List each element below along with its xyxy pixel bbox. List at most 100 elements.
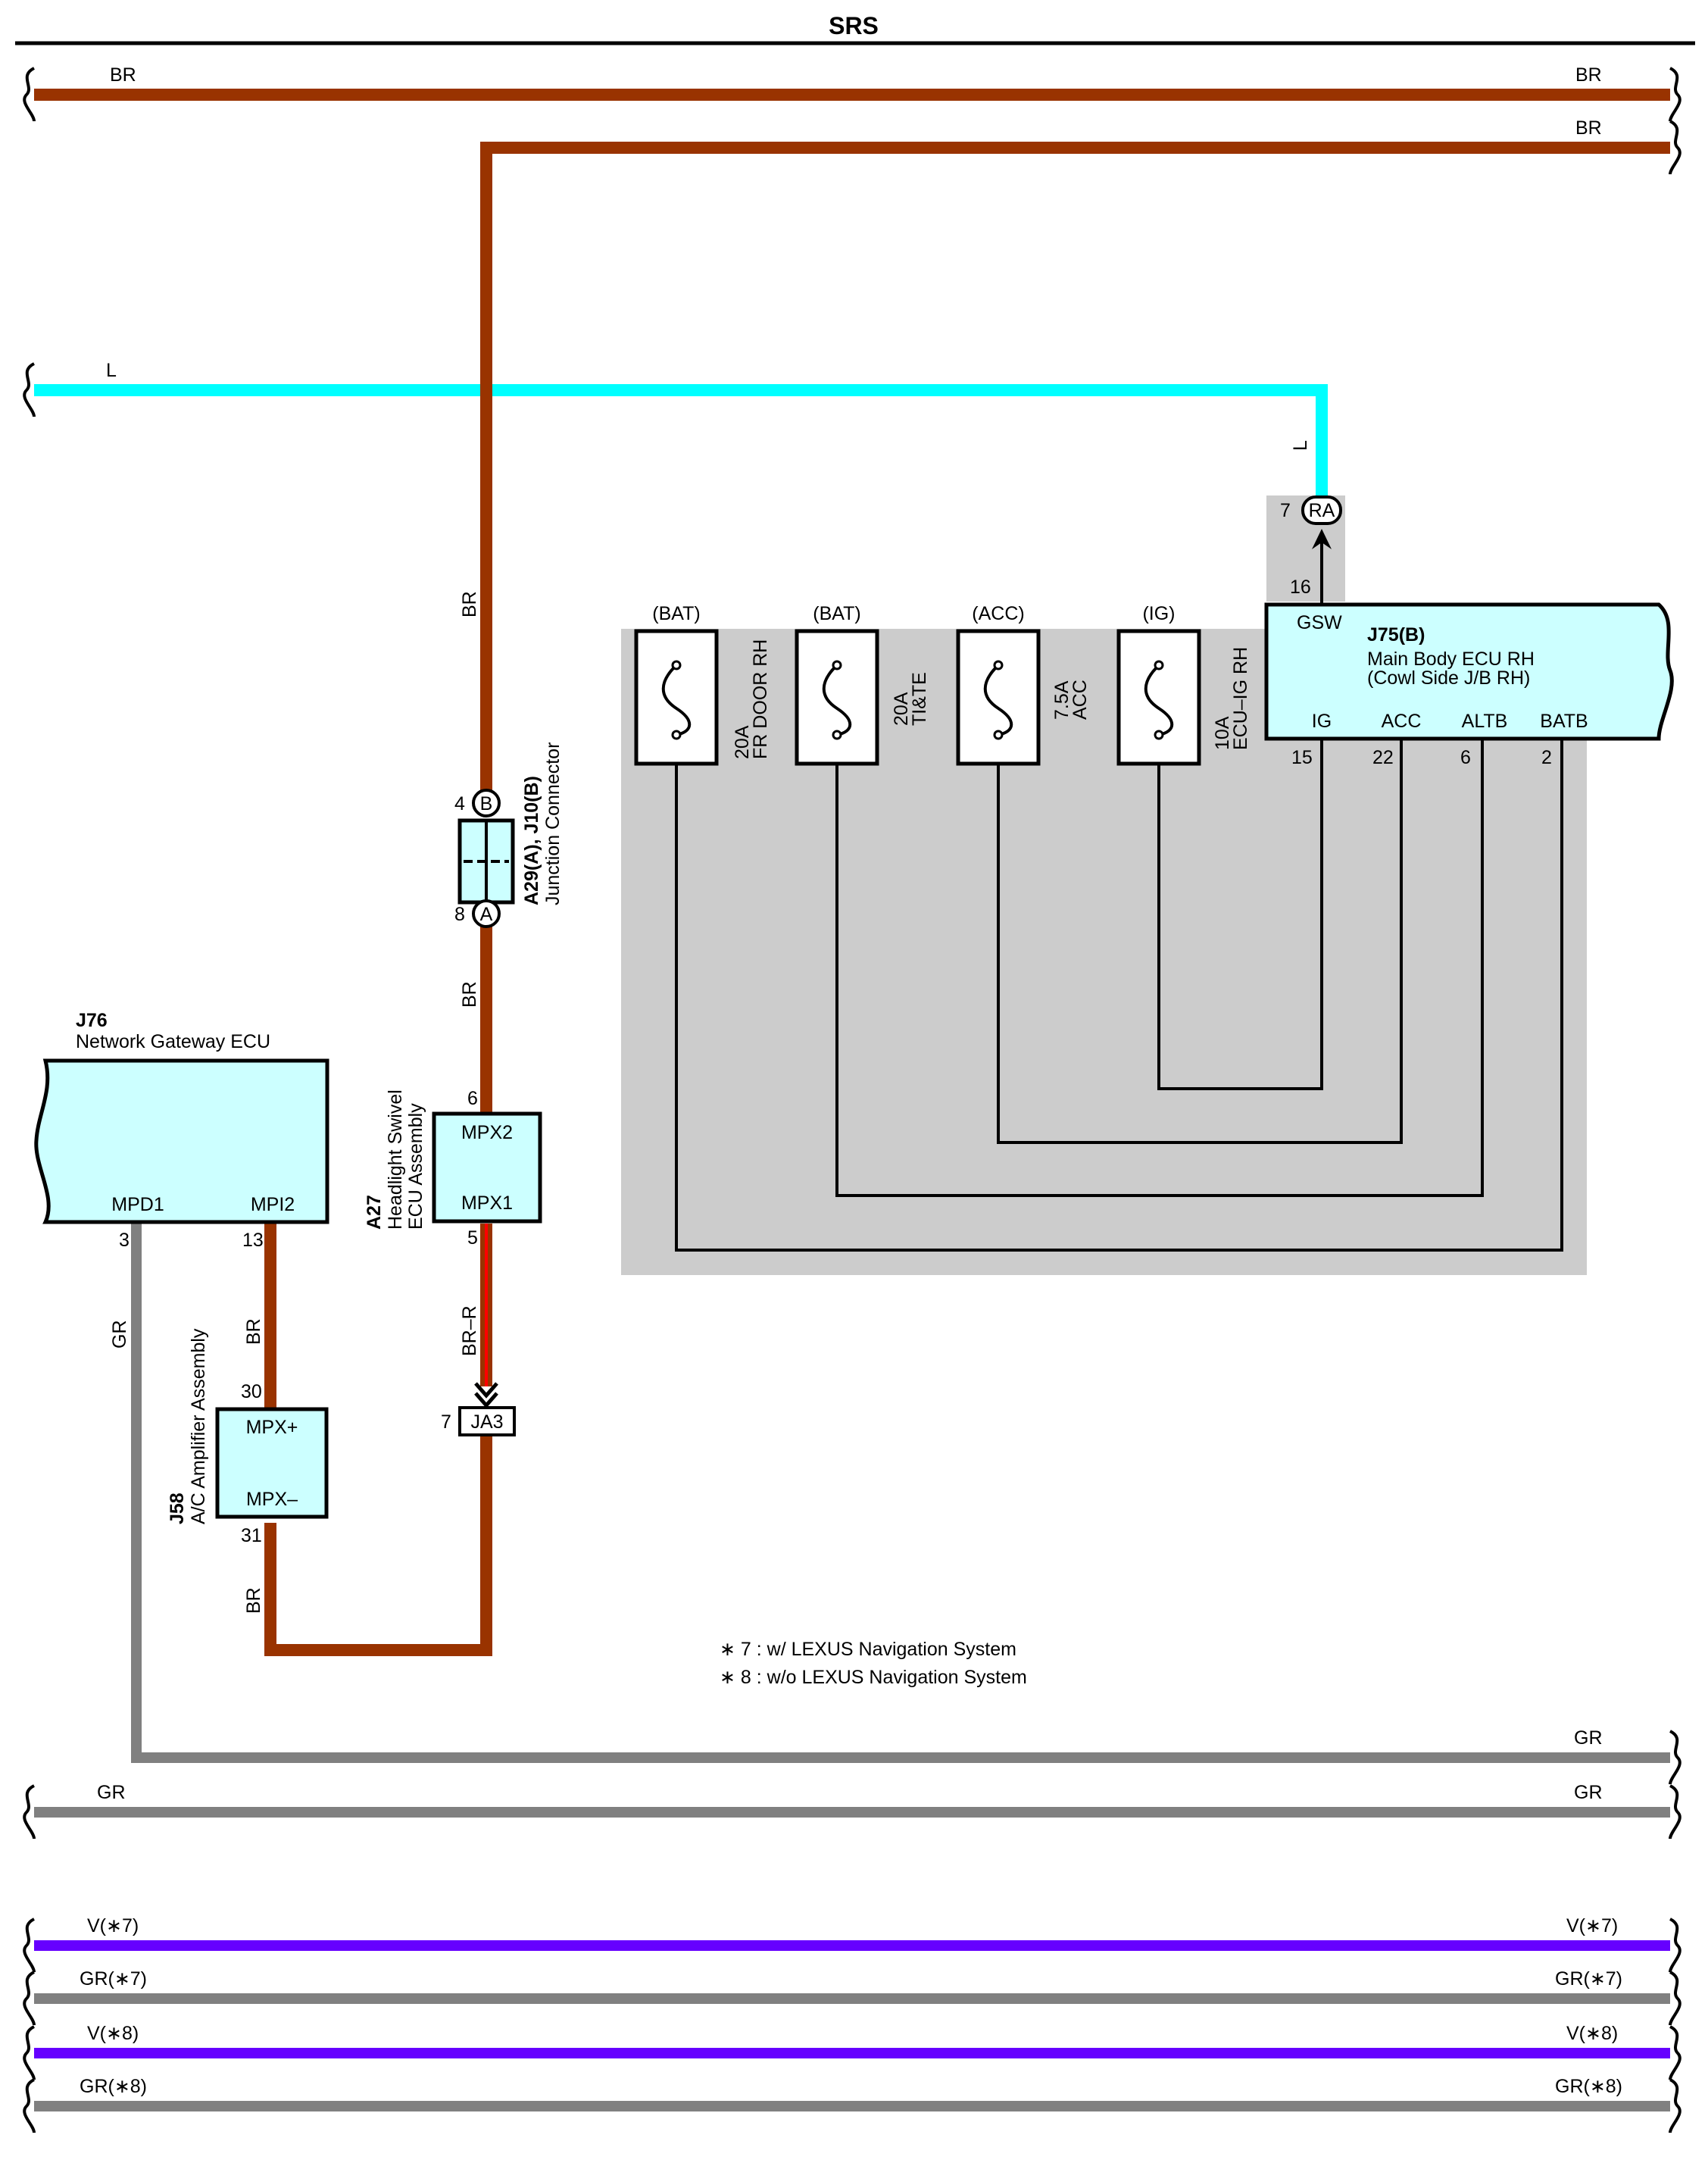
j76-mpd1-pin: 3	[119, 1230, 130, 1251]
a27-ecu-box	[432, 1111, 542, 1224]
j58-mpx-plus-label: MPX+	[246, 1417, 298, 1438]
fuse-acc: (ACC) 7.5A ACC	[956, 603, 1091, 766]
j58-ecu-box	[215, 1407, 329, 1519]
fuse-terminal	[671, 660, 682, 670]
note-8: ∗ 8 : w/o LEXUS Navigation System	[720, 1667, 1027, 1688]
label-v8-left: V(∗8)	[87, 2023, 139, 2044]
label-l-left: L	[106, 360, 117, 381]
break-brackets	[23, 67, 1681, 2133]
label-gr-long-right: GR	[1574, 1727, 1603, 1749]
connector-ra-label: RA	[1309, 500, 1335, 521]
fuse-ti-te: (BAT) 20A TI&TE	[795, 603, 930, 766]
junction-connector-code: A29(A), J10(B)	[521, 776, 542, 905]
fuse-element-icon	[983, 664, 1013, 736]
label-br-top-right: BR	[1575, 64, 1602, 86]
ja3-chevron-icon	[474, 1392, 498, 1408]
fuse-element-icon	[822, 664, 852, 736]
fuse-terminal	[1154, 730, 1164, 740]
fuse-element-icon	[661, 664, 692, 736]
fuse-amp: 7.5A	[1051, 680, 1073, 720]
label-v8-right: V(∗8)	[1566, 2023, 1618, 2044]
fuse-source: (IG)	[1142, 603, 1175, 624]
j58-mpx-minus-pin: 31	[241, 1525, 262, 1546]
j75-ig-pin: 15	[1291, 747, 1313, 768]
jb-internal-wires	[675, 735, 1563, 1252]
connector-ra-pin: 7	[1280, 500, 1291, 521]
fuse-source: (BAT)	[813, 603, 860, 624]
fuse-amp: 20A	[891, 692, 912, 726]
j76-mpd1-label: MPD1	[111, 1194, 164, 1215]
label-gr8-left: GR(∗8)	[80, 2076, 147, 2097]
label-gr-bottom-left: GR	[97, 1782, 126, 1803]
fuse-name: ECU–IG RH	[1230, 647, 1251, 750]
fuse-source: (ACC)	[972, 603, 1024, 624]
j75-acc-label: ACC	[1382, 711, 1422, 732]
a27-code: A27	[364, 1195, 385, 1230]
j75-acc-pin: 22	[1372, 747, 1394, 768]
label-gr8-right: GR(∗8)	[1555, 2076, 1622, 2097]
fuse-box	[1116, 629, 1201, 766]
fuse-box	[795, 629, 879, 766]
diagram-title: SRS	[829, 12, 879, 39]
a27-name-line2: ECU Assembly	[405, 1103, 426, 1230]
fuse-ecu-ig-rh: (IG) 10A ECU–IG RH	[1116, 603, 1251, 766]
label-gr-mpd1: GR	[109, 1321, 130, 1349]
wire-br-lower-loop	[264, 1436, 492, 1656]
connector-ja3	[458, 1406, 516, 1436]
j58-mpx-minus-label: MPX–	[246, 1489, 298, 1510]
fuse-name: ACC	[1069, 680, 1091, 720]
j58-name: A/C Amplifier Assembly	[188, 1328, 209, 1524]
j76-code: J76	[76, 1010, 108, 1031]
j75-gsw-label: GSW	[1297, 612, 1342, 633]
fuse-amp: 20A	[732, 725, 753, 759]
label-br-r: BR–R	[459, 1305, 480, 1356]
junction-connector-b-pin: 4	[454, 793, 465, 814]
junction-connector-a	[472, 899, 501, 928]
fuse-name: FR DOOR RH	[750, 639, 771, 759]
fuse-box	[634, 629, 719, 766]
junction-connector-a-label: A	[480, 904, 493, 925]
junction-connector-name: Junction Connector	[542, 742, 564, 905]
j76-ecu-box	[34, 1058, 329, 1224]
label-br-vertical-upper: BR	[459, 591, 480, 617]
ra-arrow-icon	[1312, 529, 1332, 549]
label-br-vertical-lower: BR	[459, 981, 480, 1008]
label-v7-left: V(∗7)	[87, 1915, 139, 1936]
label-gr7-left: GR(∗7)	[80, 1968, 147, 1990]
j75-altb-pin: 6	[1460, 747, 1471, 768]
fuse-terminal	[993, 660, 1004, 670]
j75-ecu-box	[1264, 602, 1674, 741]
j75-altb-label: ALTB	[1462, 711, 1508, 732]
j76-mpi2-label: MPI2	[251, 1194, 295, 1215]
fuse-source: (BAT)	[652, 603, 700, 624]
wire-br-vertical-upper	[480, 142, 1670, 803]
label-br-mpi2: BR	[243, 1318, 264, 1345]
j76-mpi2-pin: 13	[242, 1230, 264, 1251]
j75-batb-label: BATB	[1540, 711, 1588, 732]
fuse-terminal	[993, 730, 1004, 740]
fuse-amp: 10A	[1212, 716, 1233, 750]
j75-name-line2: (Cowl Side J/B RH)	[1367, 667, 1530, 689]
j75-gsw-pin: 16	[1290, 577, 1311, 598]
junction-connector-b	[472, 789, 501, 817]
label-br-second-right: BR	[1575, 117, 1602, 139]
a27-name-line1: Headlight Swivel	[385, 1089, 406, 1230]
a27-mpx1-label: MPX1	[461, 1192, 513, 1214]
fuse-terminal	[671, 730, 682, 740]
ja3-chevron-icon	[474, 1382, 498, 1399]
fuse-element-icon	[1144, 664, 1174, 736]
j75-code: J75(B)	[1367, 624, 1425, 645]
note-7: ∗ 7 : w/ LEXUS Navigation System	[720, 1639, 1016, 1660]
junction-connector-b-label: B	[480, 793, 493, 814]
label-gr7-right: GR(∗7)	[1555, 1968, 1622, 1990]
j75-name-line1: Main Body ECU RH	[1367, 649, 1535, 670]
connector-ja3-pin: 7	[441, 1411, 451, 1433]
j76-name: Network Gateway ECU	[76, 1031, 270, 1052]
j58-code: J58	[167, 1493, 188, 1524]
a27-mpx1-pin: 5	[467, 1227, 478, 1249]
label-gr-bottom-right: GR	[1574, 1782, 1603, 1803]
wire-l	[34, 384, 1328, 496]
junction-connector-a-pin: 8	[454, 904, 465, 925]
label-br-mpx-minus: BR	[243, 1587, 264, 1614]
